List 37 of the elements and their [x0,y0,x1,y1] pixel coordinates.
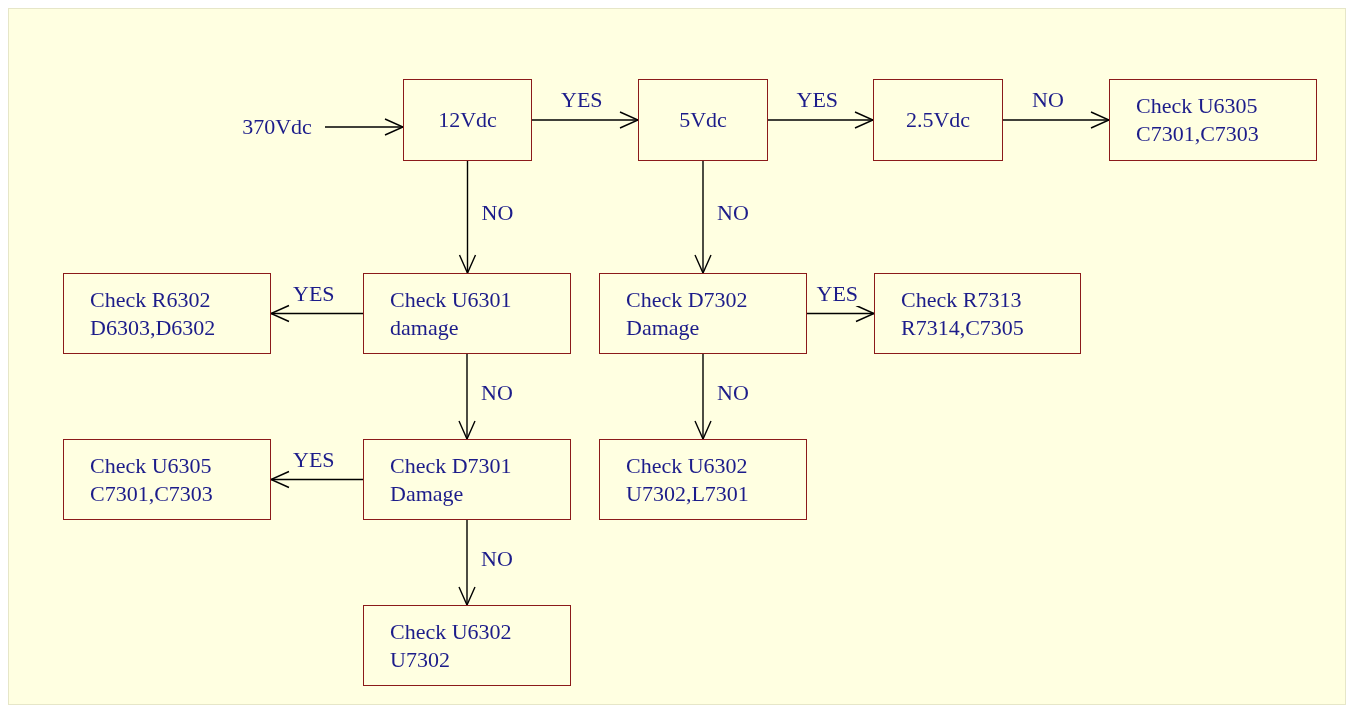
box-text: 12Vdc [438,106,497,134]
process-box [363,605,571,686]
arrow [694,160,712,274]
process-box [873,79,1003,161]
input-label: 370Vdc [242,113,312,141]
arrow [1002,111,1110,129]
process-box [1109,79,1317,161]
arrow [270,304,364,323]
process-box [363,439,571,520]
box-text: Check R7313 R7314,C7305 [901,285,1025,342]
box-text: 2.5Vdc [905,106,971,134]
arrow [767,111,874,129]
process-box [599,273,807,354]
box-text: Check U6301 damage [390,285,513,342]
box-text: 5Vdc [679,106,727,134]
process-box [403,79,532,161]
process-box [363,273,571,354]
box-text: Check U6305 C7301,C7303 [1136,92,1260,148]
box-text: Check U6302 U7302 [390,617,513,674]
box-text: Check R6302 D6303,D6302 [90,285,217,342]
box-text: Check D7302 Damage [626,285,749,342]
box-text: Check D7301 Damage [390,451,513,508]
arrow [694,353,712,440]
arrow [458,160,477,274]
arrow [458,353,476,440]
box-text: Check U6305 C7301,C7303 [90,451,214,508]
arrow [531,111,639,129]
arrow [270,470,364,489]
box-text: Check U6302 U7302,L7301 [626,451,750,508]
process-box [599,439,807,520]
arrow [806,304,875,323]
process-box [874,273,1081,354]
arrow [324,118,404,136]
process-box [63,439,271,520]
arrow [458,519,476,606]
process-box [638,79,768,161]
process-box [63,273,271,354]
